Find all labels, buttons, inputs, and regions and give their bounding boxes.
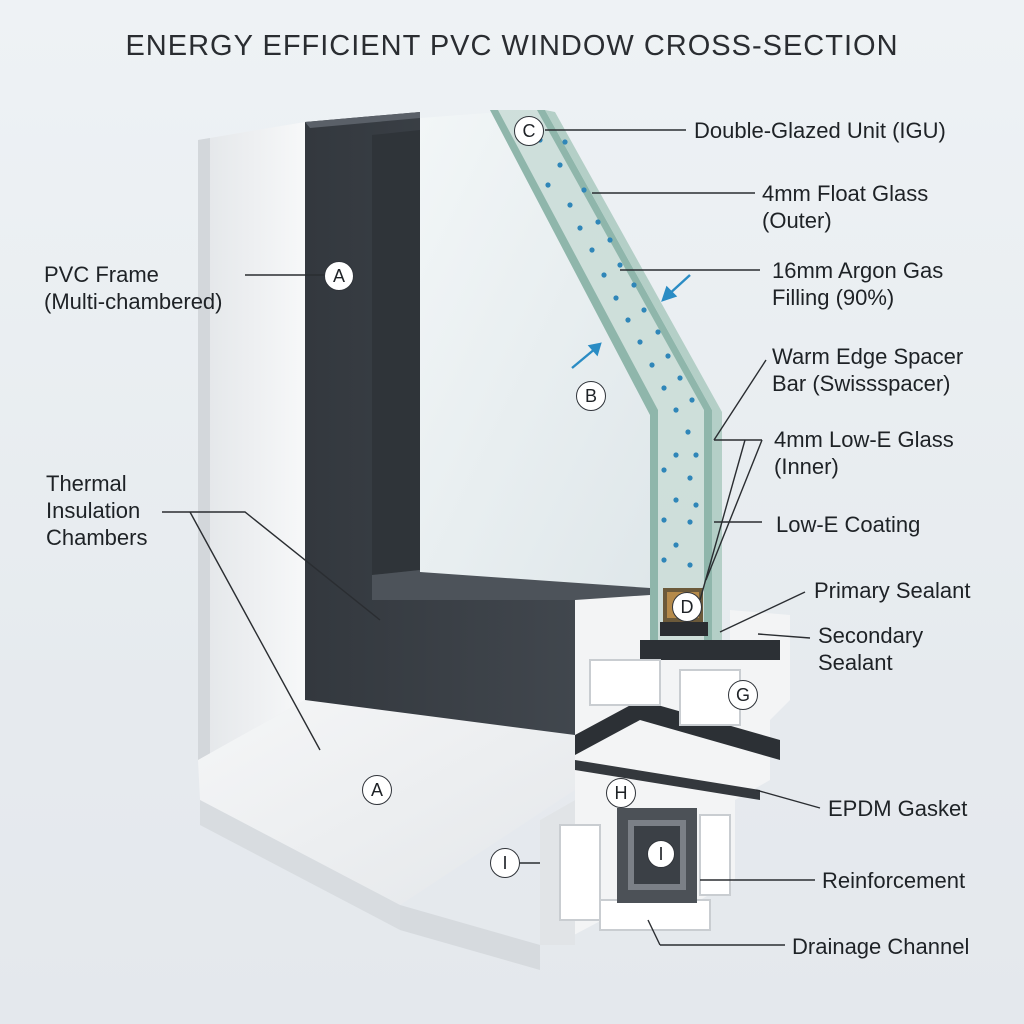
argon-flow-arrows xyxy=(571,274,691,369)
badge-h: H xyxy=(606,778,636,808)
badge-g: G xyxy=(728,680,758,710)
badge-a-frame: A xyxy=(324,261,354,291)
badge-i-core: I xyxy=(647,840,675,868)
label-epdm-gasket: EPDM Gasket xyxy=(828,796,968,821)
label-reinforcement: Reinforcement xyxy=(822,868,966,893)
leader-lines xyxy=(162,129,821,946)
diagram-title: ENERGY EFFICIENT PVC WINDOW CROSS-SECTIO… xyxy=(125,30,899,62)
badge-d: D xyxy=(672,592,702,622)
badge-b: B xyxy=(576,381,606,411)
argon-dots xyxy=(537,137,699,568)
label-drainage-channel: Drainage Channel xyxy=(792,934,970,959)
label-primary-sealant: Primary Sealant xyxy=(814,578,971,603)
badge-c: C xyxy=(514,116,544,146)
label-low-e-coating: Low-E Coating xyxy=(776,512,921,537)
label-igu: Double-Glazed Unit (IGU) xyxy=(694,118,946,143)
label-pvc-frame: PVC Frame(Multi-chambered) xyxy=(44,262,223,314)
label-float-glass: 4mm Float Glass(Outer) xyxy=(762,181,929,233)
label-low-e-glass: 4mm Low-E Glass(Inner) xyxy=(774,427,954,479)
badge-a-sill: A xyxy=(362,775,392,805)
badge-i-left: I xyxy=(490,848,520,878)
